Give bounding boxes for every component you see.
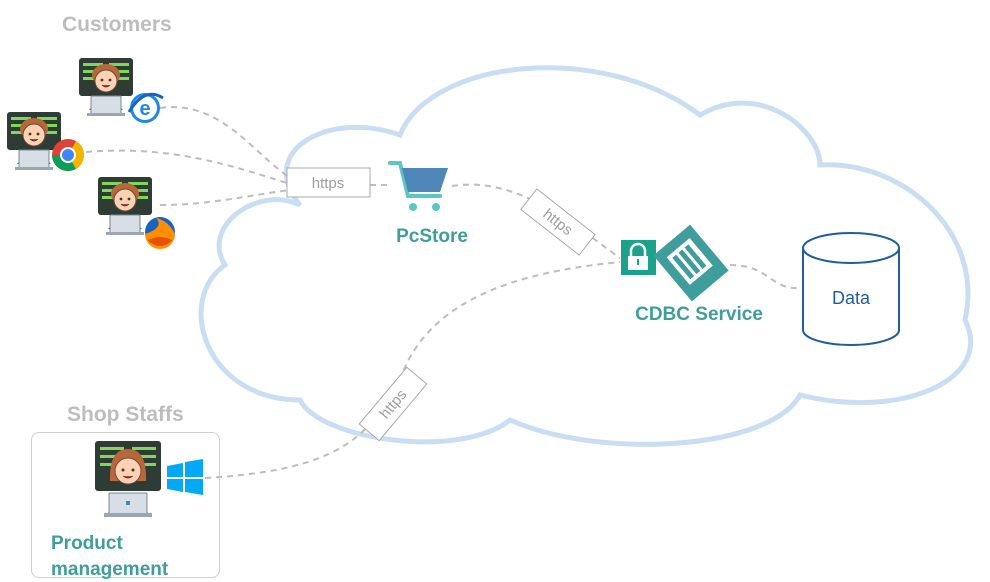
connector-cdbc-data xyxy=(729,264,801,290)
staff-avatar xyxy=(95,441,161,517)
customer-avatar-1 xyxy=(78,57,134,117)
shopping-cart-icon xyxy=(388,161,448,211)
pcstore-label: PcStore xyxy=(396,226,468,247)
cdbc-service-label: CDBC Service xyxy=(635,304,763,325)
connector-ie xyxy=(159,106,291,179)
connector-firefox xyxy=(159,189,291,206)
product-management-line1: Product xyxy=(51,533,123,554)
customer-avatar-2 xyxy=(6,111,62,171)
chrome-icon xyxy=(51,139,85,172)
https-label-1: https xyxy=(286,167,371,198)
connector-pcstore-cdbc xyxy=(451,183,621,259)
cdbc-service-icon xyxy=(653,224,729,302)
database-label: Data xyxy=(832,288,871,308)
customers-title: Customers xyxy=(62,13,172,36)
windows-icon xyxy=(167,459,203,495)
customer-avatar-3 xyxy=(97,176,153,236)
database-icon xyxy=(802,232,900,346)
product-management-line2: management xyxy=(51,559,169,580)
firefox-icon xyxy=(145,217,175,249)
svg-text:https: https xyxy=(312,175,345,192)
lock-icon xyxy=(621,240,656,275)
connector-chrome xyxy=(85,149,291,185)
shop-staff-box xyxy=(31,432,220,578)
shop-staffs-title: Shop Staffs xyxy=(67,403,184,426)
svg-text:e: e xyxy=(139,98,150,120)
ie-icon: e xyxy=(127,92,164,123)
